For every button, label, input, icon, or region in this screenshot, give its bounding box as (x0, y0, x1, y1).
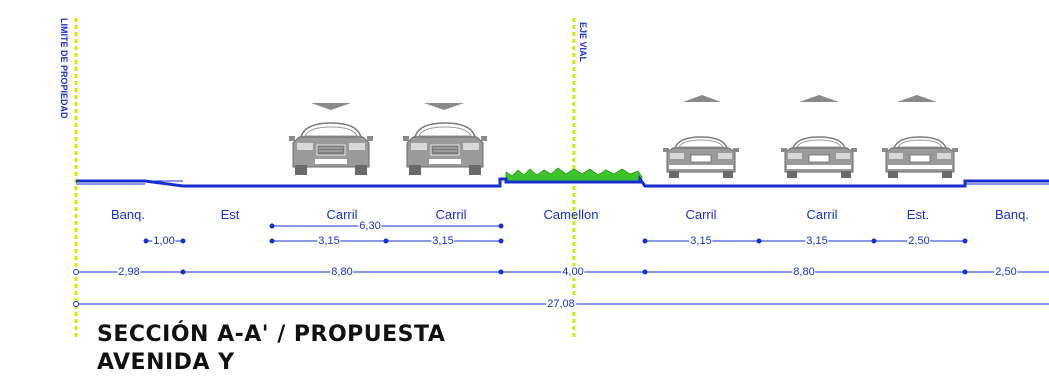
car-rear-icon (881, 136, 959, 179)
dim-label: 2,50 (907, 235, 931, 247)
dim-label: 3,15 (431, 235, 455, 247)
property-limit-label: LIMITE DE PROPIEDAD (59, 18, 69, 119)
dim-label: 6,30 (358, 220, 382, 232)
lane-label-carril-1: Carril (326, 207, 358, 222)
section-title: SECCIÓN A-A' / PROPUESTA (97, 322, 446, 347)
axis-label: EJE VIAL (578, 22, 588, 63)
road-profile (76, 174, 1049, 188)
lane-label-carril-2: Carril (435, 207, 467, 222)
car-rear-icon (780, 136, 858, 179)
dim-label: 1,00 (152, 235, 176, 247)
direction-arrow-up-icon (799, 95, 839, 102)
car-rear-icon (662, 136, 740, 179)
lane-label-banq-right: Banq. (995, 207, 1029, 222)
direction-arrow-down-icon (424, 103, 464, 110)
dim-label: 2,98 (117, 266, 141, 278)
dim-label: 27,08 (546, 298, 576, 310)
dim-label: 3,15 (317, 235, 341, 247)
lane-label-banq-left: Banq. (111, 207, 145, 222)
dim-label: 3,15 (805, 235, 829, 247)
direction-arrow-down-icon (311, 103, 351, 110)
grass-median-icon (505, 167, 643, 183)
dim-label: 2,50 (994, 266, 1018, 278)
direction-arrow-up-icon (683, 95, 721, 102)
section-subtitle: AVENIDA Y (97, 350, 235, 375)
lane-label-est-right: Est. (906, 207, 930, 222)
lane-label-est-left: Est (220, 207, 240, 222)
dim-label: 8,80 (792, 266, 816, 278)
dim-label: 3,15 (689, 235, 713, 247)
lane-label-carril-4: Carril (806, 207, 838, 222)
car-front-icon (288, 122, 374, 176)
direction-arrow-up-icon (897, 95, 937, 102)
car-front-icon (402, 122, 488, 176)
dim-label: 4,00 (561, 266, 585, 278)
dim-label: 8,80 (330, 266, 354, 278)
lane-label-camellon: Camellon (543, 207, 599, 222)
lane-label-carril-3: Carril (685, 207, 717, 222)
